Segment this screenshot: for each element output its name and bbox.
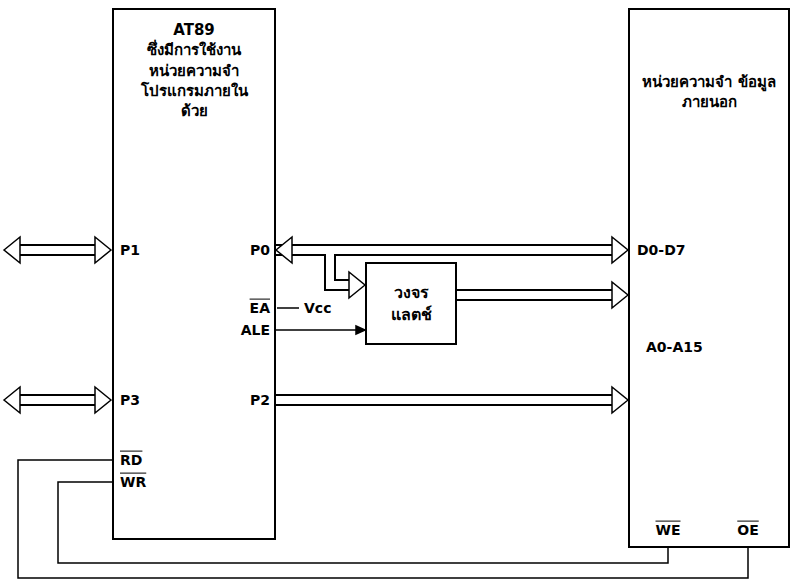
bus-connector: [457, 289, 613, 301]
supply-name: Vcc: [304, 300, 331, 317]
arrow-head: [276, 237, 292, 263]
pin-name: D0-D7: [637, 242, 686, 259]
node-heading: หน่วยความจำ ข้อมูลภายนอก: [639, 72, 779, 113]
pin-name: WE: [655, 522, 680, 539]
vcc-wire: [277, 307, 299, 309]
pin-name: P2: [250, 392, 270, 409]
bus-connector: [291, 244, 613, 256]
bus-connector-fill: [457, 291, 613, 299]
pin-name: OE: [737, 522, 758, 539]
port-p3-bus: [4, 387, 111, 413]
pin-name: RD: [120, 452, 142, 469]
latch-circuit: วงจร แลตช์: [365, 262, 457, 345]
arrow-head: [612, 237, 628, 263]
signal-wire: [276, 329, 357, 331]
external-data-memory: หน่วยความจำ ข้อมูลภายนอก: [628, 8, 790, 548]
node-heading: วงจร แลตช์: [381, 282, 441, 325]
port-p1-bus: [4, 237, 111, 263]
pin-name: P3: [120, 392, 140, 409]
pin-name: EA: [250, 300, 270, 317]
pin-name: WR: [120, 474, 146, 491]
node-heading: AT89: [135, 20, 253, 40]
bus-connector: [276, 394, 613, 406]
arrow-head: [349, 272, 365, 298]
pin-name: ALE: [241, 322, 270, 339]
node-text: ซึ่งมีการใช้งาน หน่วยความจำ โปรแกรมภายใน…: [135, 40, 253, 121]
bus-fills: [276, 250, 613, 400]
pin-name: P1: [120, 242, 140, 259]
arrow-heads: [276, 237, 628, 413]
arrow-head: [612, 387, 628, 413]
pin-name: A0-A15: [646, 339, 703, 356]
pin-name: P0: [250, 242, 270, 259]
bus-connector-fill: [291, 246, 613, 254]
bus-connector-fill: [276, 396, 613, 404]
arrow-head: [356, 326, 365, 334]
arrow-head: [612, 282, 628, 308]
